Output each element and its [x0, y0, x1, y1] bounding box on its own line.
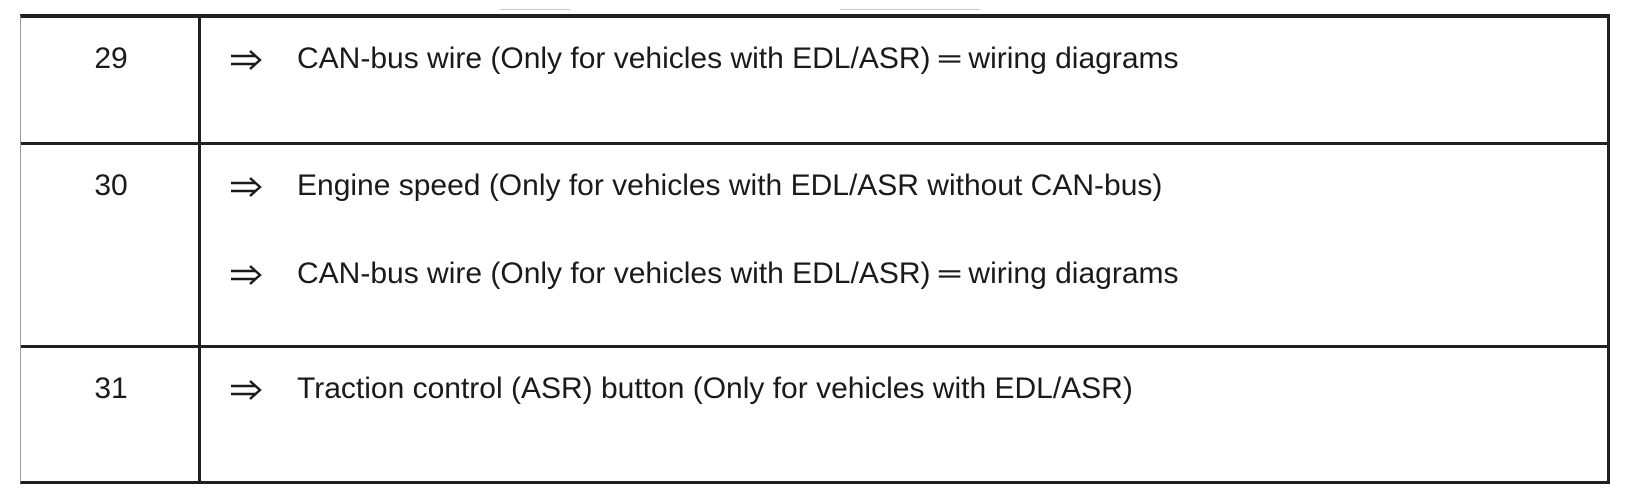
- double-right-arrow-icon: [231, 177, 262, 197]
- row-number: 29: [94, 42, 128, 75]
- row-number: 31: [94, 372, 128, 405]
- row-number-cell: 31: [21, 348, 201, 481]
- scan-artifact: [840, 9, 980, 10]
- double-right-arrow-icon: [231, 265, 262, 285]
- table-row: 31 Traction control (ASR) button (Only f…: [21, 348, 1607, 481]
- description-text: Engine speed (Only for vehicles with EDL…: [297, 169, 1163, 202]
- description-text: CAN-bus wire (Only for vehicles with EDL…: [297, 257, 1179, 290]
- row-description-cell: CAN-bus wire (Only for vehicles with EDL…: [201, 18, 1607, 142]
- row-number-cell: 30: [21, 145, 201, 345]
- table-row: 29 CAN-bus wire (Only for vehicles with …: [21, 18, 1607, 145]
- row-number: 30: [94, 169, 128, 202]
- connector-table: 29 CAN-bus wire (Only for vehicles with …: [20, 14, 1610, 484]
- row-number-cell: 29: [21, 18, 201, 142]
- description-text: CAN-bus wire (Only for vehicles with EDL…: [297, 42, 1179, 75]
- double-right-arrow-icon: [231, 50, 262, 70]
- double-right-arrow-icon: [231, 380, 262, 400]
- scan-artifact: [500, 9, 570, 10]
- row-description-cell: Engine speed (Only for vehicles with EDL…: [201, 145, 1607, 345]
- row-description-cell: Traction control (ASR) button (Only for …: [201, 348, 1607, 481]
- description-text: Traction control (ASR) button (Only for …: [297, 372, 1133, 405]
- table-row: 30 Engine speed (Only for vehicles with …: [21, 145, 1607, 348]
